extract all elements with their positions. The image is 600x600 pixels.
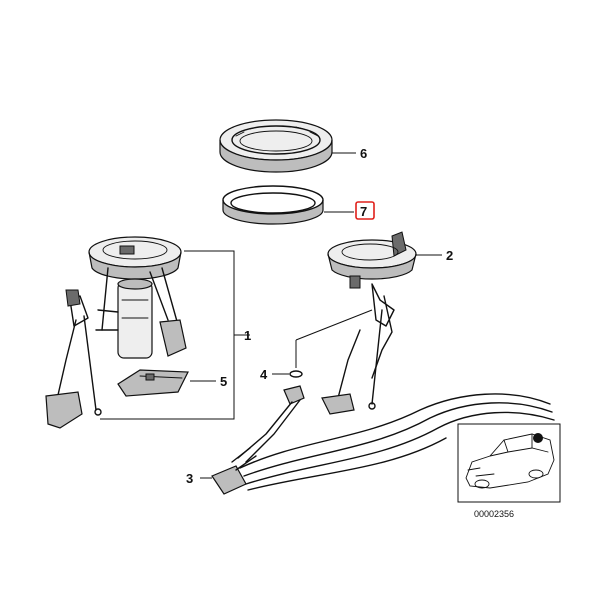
fuel-line-part — [211, 385, 555, 495]
reference-number: 00002356 — [474, 509, 514, 519]
callout-6: 6 — [360, 146, 367, 161]
callout-2: 2 — [446, 248, 453, 263]
callout-3: 3 — [186, 471, 193, 486]
lock-ring-part — [219, 119, 333, 173]
filter-plate-part — [117, 369, 189, 397]
location-dot — [533, 433, 543, 443]
vehicle-inset — [457, 423, 561, 503]
callout-5: 5 — [220, 374, 227, 389]
gasket-ring-part — [222, 185, 324, 225]
fuel-pump-assembly-part — [45, 236, 187, 429]
highlight-box — [355, 201, 375, 220]
level-sender-part — [321, 231, 417, 415]
callout-1: 1 — [244, 328, 251, 343]
o-ring-part — [289, 370, 303, 378]
car-icon — [465, 433, 555, 489]
callout-4: 4 — [260, 367, 268, 382]
leader-lines — [190, 152, 442, 479]
callout-7[interactable]: 7 — [360, 204, 367, 219]
